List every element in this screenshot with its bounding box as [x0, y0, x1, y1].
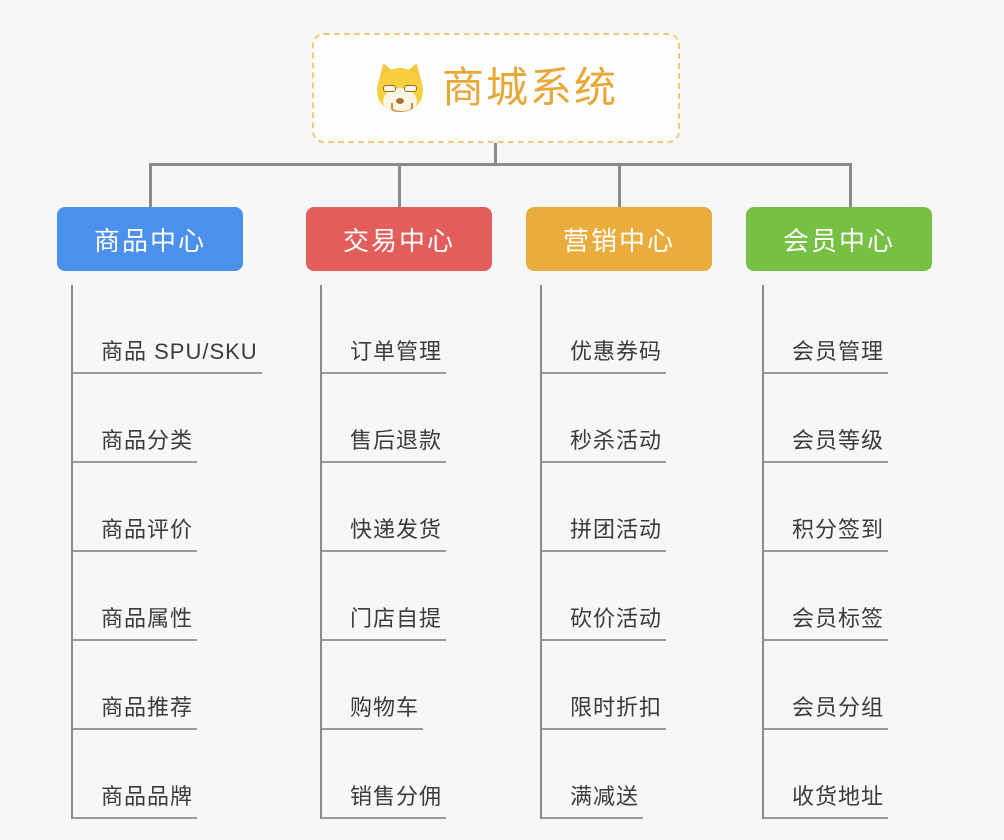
category-header-label: 会员中心	[782, 225, 895, 256]
item-label: 砍价活动	[542, 601, 667, 641]
list-item[interactable]: 订单管理	[320, 285, 447, 374]
list-item[interactable]: 门店自提	[320, 552, 447, 641]
category-header-product-center[interactable]: 商品中心	[57, 207, 243, 271]
list-item[interactable]: 限时折扣	[540, 641, 667, 730]
item-label: 订单管理	[322, 334, 447, 374]
item-label: 快递发货	[322, 512, 447, 552]
list-item[interactable]: 商品推荐	[71, 641, 262, 730]
item-label: 商品评价	[73, 512, 198, 552]
root-node-card[interactable]: 商城系统	[312, 33, 680, 143]
list-item[interactable]: 商品属性	[71, 552, 262, 641]
item-label: 销售分佣	[322, 779, 447, 819]
item-label: 商品推荐	[73, 690, 198, 730]
item-label: 收货地址	[764, 779, 889, 819]
item-label: 拼团活动	[542, 512, 667, 552]
item-label: 售后退款	[322, 423, 447, 463]
item-label: 限时折扣	[542, 690, 667, 730]
shiba-dog-icon	[372, 60, 428, 114]
category-header-marketing-center[interactable]: 营销中心	[526, 207, 712, 271]
item-column-trade-center: 订单管理 售后退款 快递发货 门店自提 购物车 销售分佣	[320, 285, 447, 819]
item-column-marketing-center: 优惠券码 秒杀活动 拼团活动 砍价活动 限时折扣 满减送	[540, 285, 667, 819]
item-label: 会员标签	[764, 601, 889, 641]
connector-drop-4	[849, 163, 852, 209]
item-label: 会员管理	[764, 334, 889, 374]
list-item[interactable]: 秒杀活动	[540, 374, 667, 463]
category-header-member-center[interactable]: 会员中心	[746, 207, 932, 271]
list-item[interactable]: 会员管理	[762, 285, 889, 374]
connector-drop-2	[398, 163, 401, 209]
list-item[interactable]: 销售分佣	[320, 730, 447, 819]
item-label: 秒杀活动	[542, 423, 667, 463]
connector-drop-1	[149, 163, 152, 209]
item-label: 会员等级	[764, 423, 889, 463]
list-item[interactable]: 商品 SPU/SKU	[71, 285, 262, 374]
item-label: 商品 SPU/SKU	[73, 334, 262, 374]
root-node-title: 商城系统	[441, 64, 618, 111]
connector-drop-3	[618, 163, 621, 209]
item-label: 积分签到	[764, 512, 889, 552]
list-item[interactable]: 商品评价	[71, 463, 262, 552]
category-header-label: 营销中心	[562, 225, 675, 256]
category-header-label: 交易中心	[342, 225, 455, 256]
list-item[interactable]: 收货地址	[762, 730, 889, 819]
category-header-label: 商品中心	[93, 225, 206, 256]
list-item[interactable]: 满减送	[540, 730, 666, 819]
list-item[interactable]: 会员分组	[762, 641, 889, 730]
list-item[interactable]: 会员标签	[762, 552, 889, 641]
item-label: 商品分类	[73, 423, 198, 463]
list-item[interactable]: 拼团活动	[540, 463, 667, 552]
item-label: 会员分组	[764, 690, 889, 730]
root-stem-line	[494, 143, 497, 165]
item-label: 满减送	[542, 779, 644, 819]
list-item[interactable]: 积分签到	[762, 463, 889, 552]
list-item[interactable]: 商品品牌	[71, 730, 262, 819]
item-label: 商品属性	[73, 601, 198, 641]
list-item[interactable]: 砍价活动	[540, 552, 667, 641]
list-item[interactable]: 商品分类	[71, 374, 262, 463]
item-label: 商品品牌	[73, 779, 198, 819]
item-label: 购物车	[322, 690, 424, 730]
item-column-product-center: 商品 SPU/SKU 商品分类 商品评价 商品属性 商品推荐 商品品牌	[71, 285, 262, 819]
category-header-trade-center[interactable]: 交易中心	[306, 207, 492, 271]
list-item[interactable]: 售后退款	[320, 374, 447, 463]
list-item[interactable]: 购物车	[320, 641, 446, 730]
item-column-member-center: 会员管理 会员等级 积分签到 会员标签 会员分组 收货地址	[762, 285, 889, 819]
list-item[interactable]: 会员等级	[762, 374, 889, 463]
item-label: 门店自提	[322, 601, 447, 641]
item-label: 优惠券码	[542, 334, 667, 374]
list-item[interactable]: 优惠券码	[540, 285, 667, 374]
list-item[interactable]: 快递发货	[320, 463, 447, 552]
connector-bus-line	[149, 163, 852, 166]
